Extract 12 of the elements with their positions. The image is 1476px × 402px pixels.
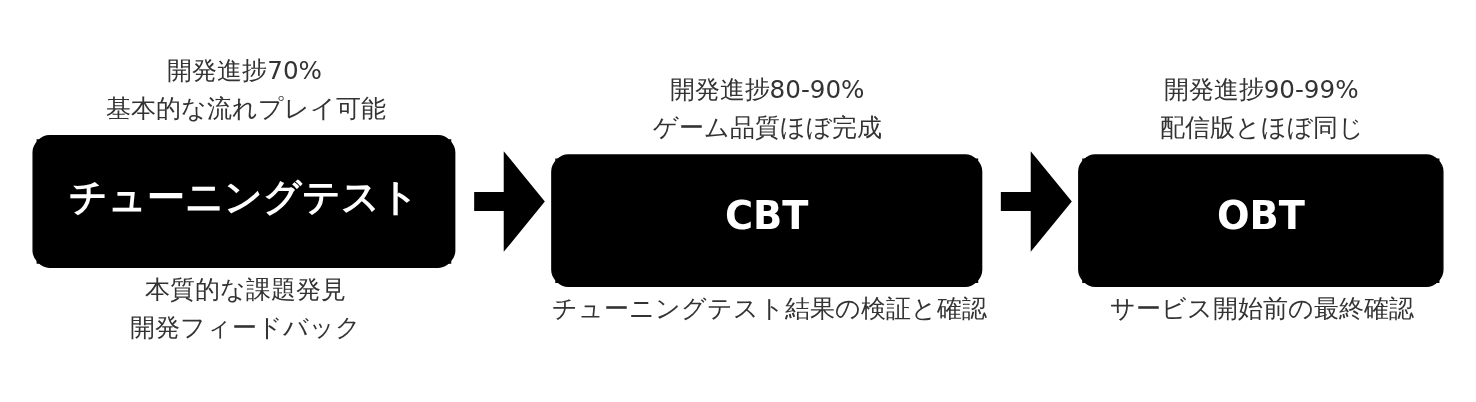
node-label: 開発進捗80-90% (669, 74, 865, 104)
node-label: 開発進捗90-99% (1163, 74, 1359, 104)
node-label: 基本的な流れプレイ可能 (105, 93, 386, 123)
node-label: サービス開始前の最終確認 (1110, 293, 1415, 323)
node-label: チューニングテスト結果の検証と確認 (551, 293, 987, 323)
arrow (474, 150, 545, 252)
node-label: 開発フィードバック (129, 312, 361, 342)
node-label: 本質的な課題発見 (144, 274, 346, 304)
node-label: 開発進捗70% (167, 55, 323, 85)
arrow (1000, 150, 1072, 252)
node-label: ゲーム品質ほぼ完成 (653, 112, 883, 142)
node-label: 配信版とほぼ同じ (1159, 112, 1364, 142)
